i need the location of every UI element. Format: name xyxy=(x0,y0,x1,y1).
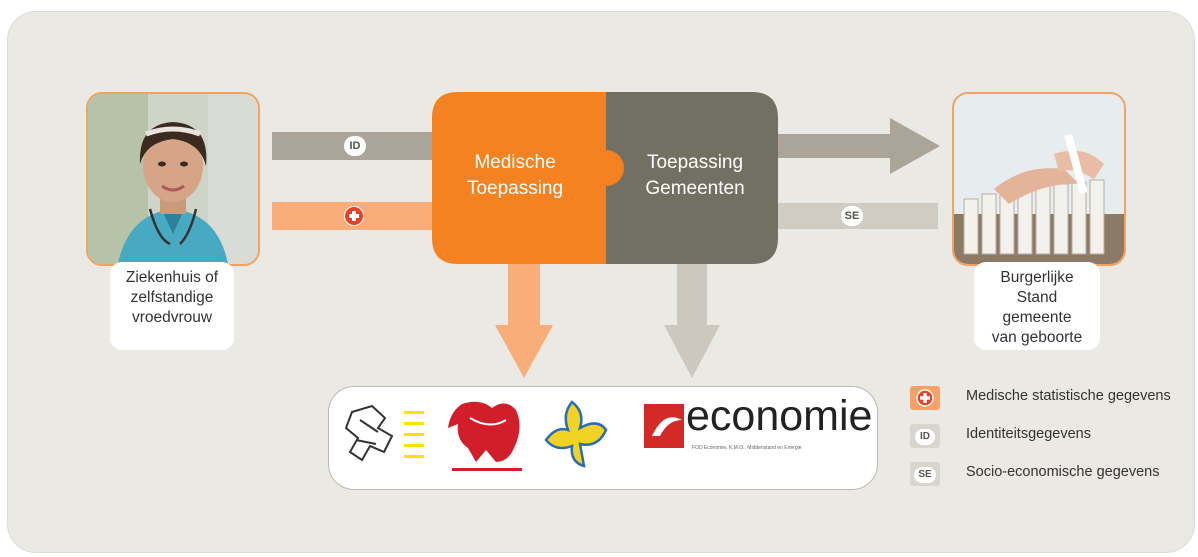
legend-medical-badge xyxy=(910,386,940,410)
medische-toepassing-label: Medische Toepassing xyxy=(466,152,564,199)
filing-illustration xyxy=(954,94,1124,264)
id-flow-arrow-right xyxy=(776,118,940,174)
legend-row-socio: SE Socio-economische gegevens xyxy=(910,462,1198,488)
economie-wordmark: economie xyxy=(686,392,873,440)
orange-down-arrow xyxy=(495,262,553,378)
id-badge: ID xyxy=(344,136,366,156)
nurse-illustration xyxy=(88,94,258,264)
center-left-piece xyxy=(432,92,624,264)
legend-se-pill: SE xyxy=(914,467,936,483)
medical-cross-badge xyxy=(344,206,364,226)
legend-id-pill: ID xyxy=(915,429,935,445)
right-actor-caption: Burgerlijke Stand gemeente van geboorte xyxy=(974,262,1100,350)
filing-photo xyxy=(952,92,1126,266)
grey-down-arrow xyxy=(664,262,720,378)
legend-medical-label: Medische statistische gegevens xyxy=(966,388,1171,404)
legend-socio-label: Socio-economische gegevens xyxy=(966,464,1160,480)
medical-cross-icon xyxy=(916,389,934,407)
nurse-photo xyxy=(86,92,260,266)
left-actor-caption: Ziekenhuis of zelfstandige vroedvrouw xyxy=(110,262,234,350)
economie-subtext: FOD Economie, K.M.O., Middenstand en Ene… xyxy=(692,445,802,451)
toepassing-gemeenten-label: Toepassing Gemeenten xyxy=(645,152,745,199)
legend-row-medical: Medische statistische gegevens xyxy=(910,386,1198,412)
medical-cross-icon xyxy=(345,207,363,225)
legend-se-badge: SE xyxy=(910,462,940,486)
legend-id-badge: ID xyxy=(910,424,940,448)
legend-row-identity: ID Identiteitsgegevens xyxy=(910,424,1198,450)
legend-identity-label: Identiteitsgegevens xyxy=(966,426,1091,442)
se-badge: SE xyxy=(841,206,863,226)
center-right-piece xyxy=(600,92,778,264)
